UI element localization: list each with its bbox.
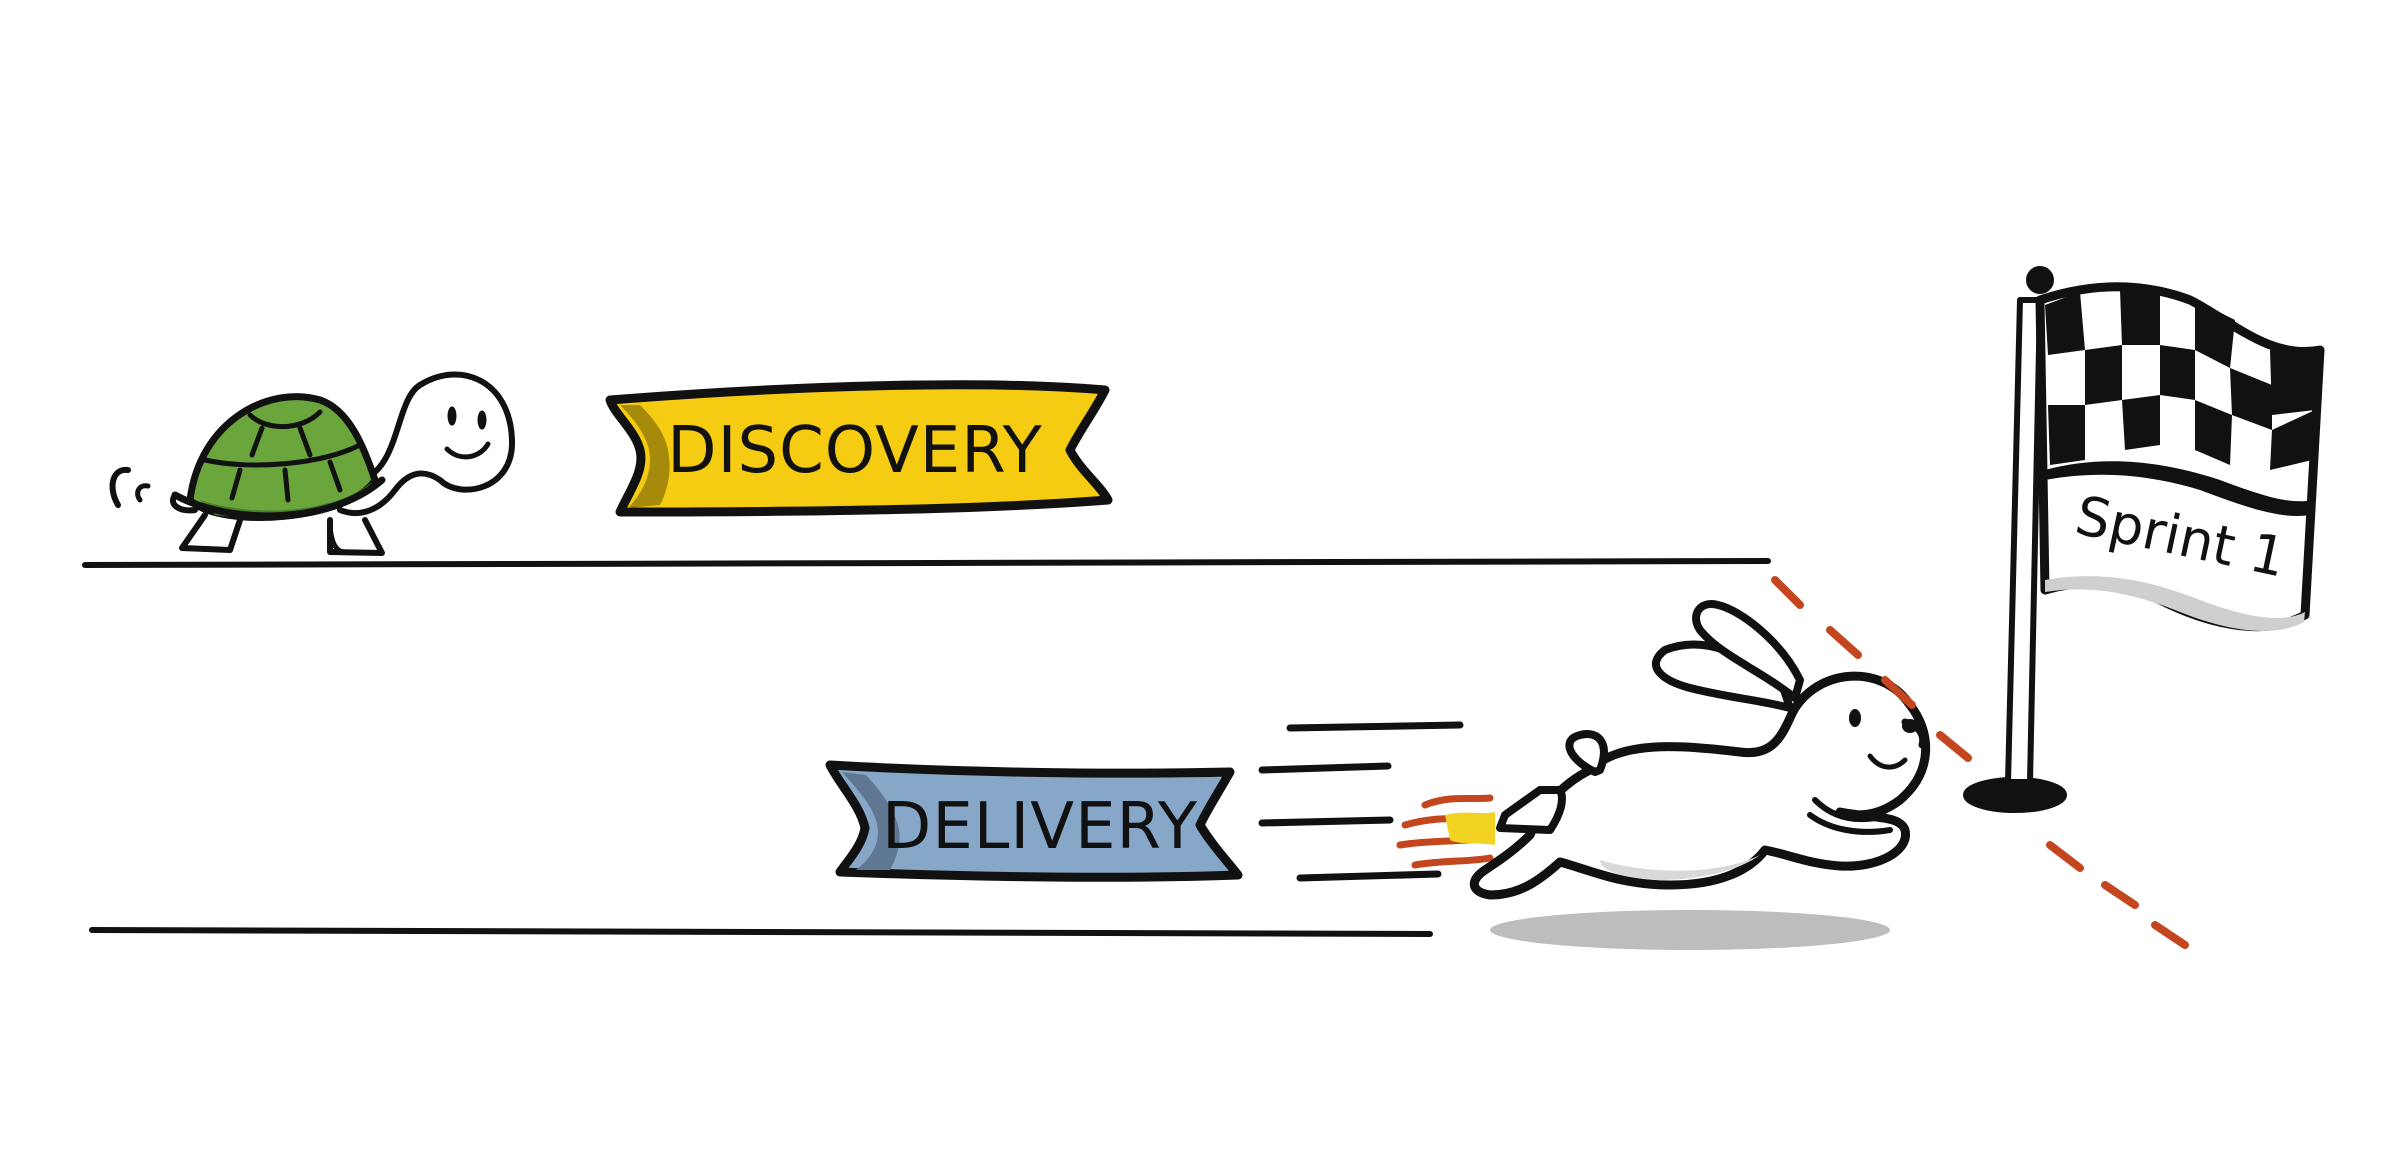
dashed-path	[1771, 576, 2189, 949]
delivery-label: DELIVERY	[882, 790, 1198, 864]
exhaust-flame-icon	[1396, 794, 1495, 869]
rabbit-icon	[1469, 600, 1931, 900]
delivery-banner: DELIVERY	[825, 760, 1243, 882]
discovery-track-line	[82, 558, 1771, 568]
speed-lines	[1258, 721, 1464, 882]
discovery-label: DISCOVERY	[667, 414, 1042, 488]
checkered-flag-icon: Sprint 1	[1963, 266, 2325, 813]
discovery-banner: DISCOVERY	[605, 380, 1113, 517]
rabbit-shadow	[1490, 910, 1890, 950]
delivery-track-line	[89, 927, 1433, 937]
turtle-icon	[109, 371, 516, 556]
